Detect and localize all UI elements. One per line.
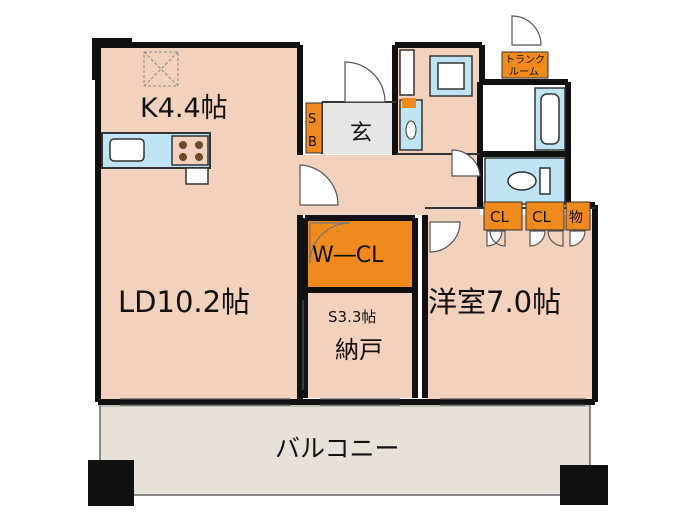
trunk-room: [501, 51, 549, 79]
entrance-label: 玄: [350, 121, 372, 146]
balcony-area: [99, 402, 591, 496]
shoe-box-b-label: B: [308, 135, 317, 150]
storage-small: [565, 201, 591, 231]
western-room-label: 洋室7.0帖: [428, 285, 561, 319]
walk-in-closet-label: W―CL: [312, 243, 384, 268]
closet-1: [483, 201, 523, 231]
trunk-room-label-line2: ルーム: [509, 66, 539, 78]
closet-2-label: CL: [532, 208, 551, 226]
storage-small-label: 物: [569, 210, 583, 226]
western-room: [425, 215, 595, 400]
column-bottom-left: [88, 460, 134, 506]
trunk-room-label-line1: トランク: [505, 54, 545, 66]
sink-icon: [109, 138, 145, 162]
walls: [95, 42, 598, 405]
storage-name-label: 納戸: [335, 336, 383, 364]
windows: [120, 300, 585, 406]
entrance-area: [322, 102, 396, 154]
door-swings: [299, 15, 586, 264]
kitchen-label: K4.4帖: [140, 93, 228, 124]
fridge-space-icon: [143, 51, 179, 87]
balcony-label: バルコニー: [275, 434, 400, 463]
closet-1-label: CL: [490, 208, 509, 226]
shoe-box: [305, 102, 323, 154]
storage-size-label: S3.3帖: [328, 308, 376, 326]
stove-icon: [171, 135, 209, 166]
living-dining-room: [98, 45, 300, 400]
walk-in-closet: [305, 218, 415, 290]
storage-room: [305, 290, 415, 398]
closet-2: [525, 201, 565, 231]
living-dining-label: LD10.2帖: [118, 285, 250, 319]
shoe-box-s-label: S: [308, 112, 316, 127]
column-bottom-right: [560, 465, 608, 505]
